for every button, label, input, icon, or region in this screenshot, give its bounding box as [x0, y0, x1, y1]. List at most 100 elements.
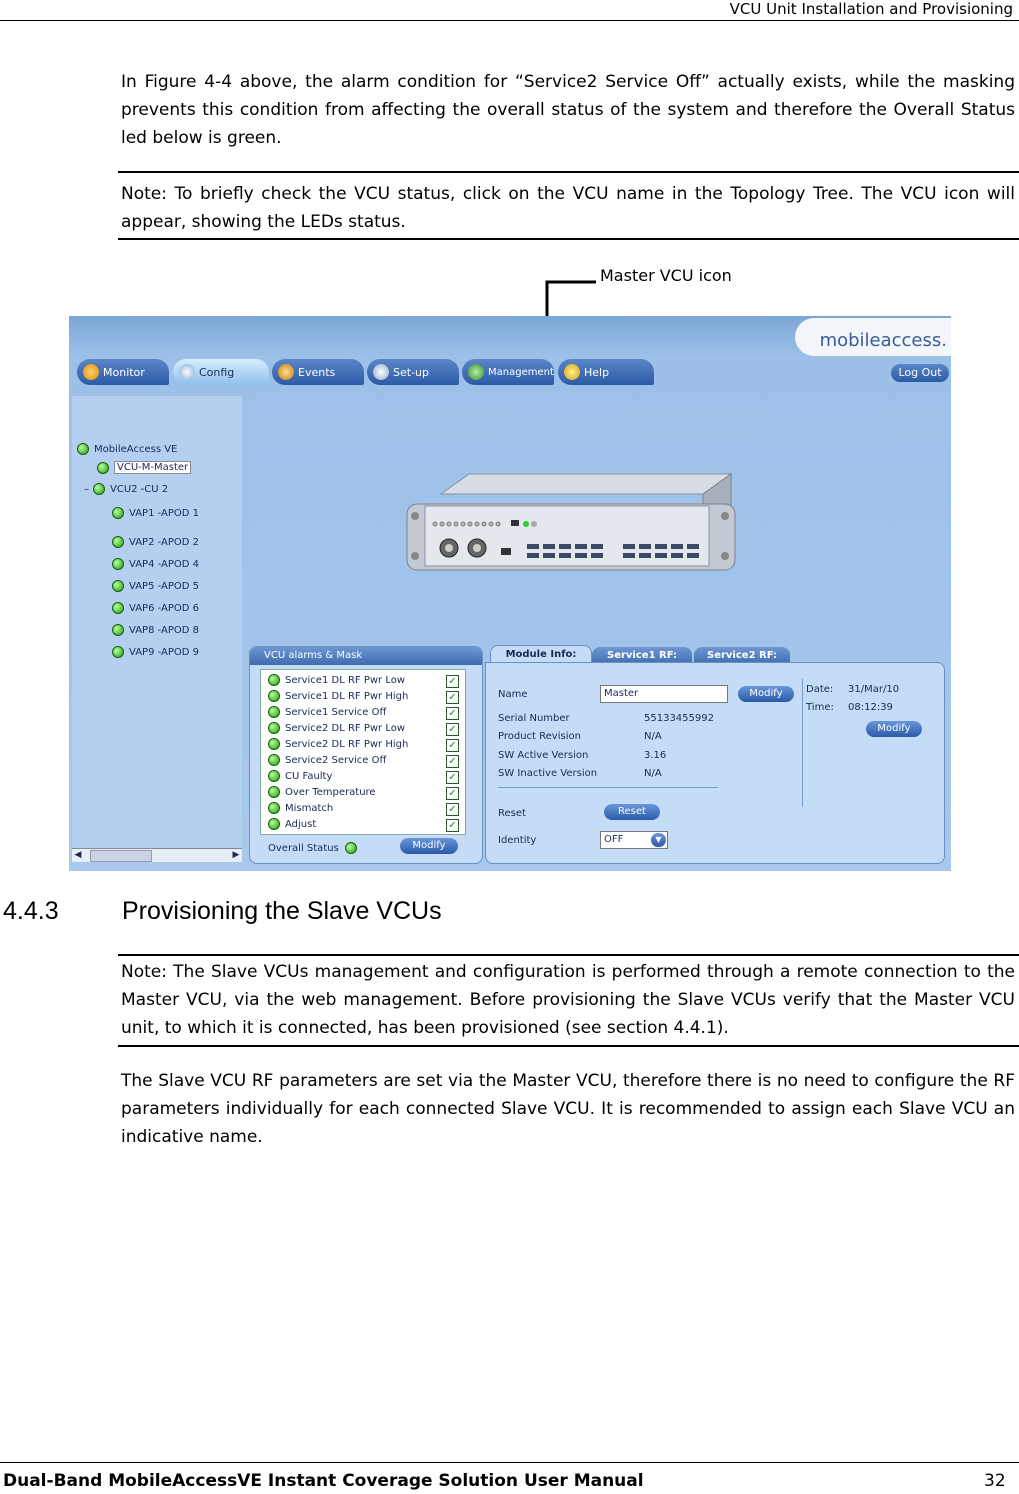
mask-checkbox[interactable]: ✓: [446, 755, 459, 768]
status-led-icon: [268, 738, 280, 750]
mask-checkbox[interactable]: ✓: [446, 771, 459, 784]
name-input[interactable]: Master: [600, 685, 728, 703]
alarms-modify-button[interactable]: Modify: [400, 838, 458, 854]
web-gui-screenshot: mobileaccess. Monitor Config Events Set-…: [69, 316, 951, 871]
vertical-divider: [802, 679, 803, 807]
name-label: Name: [498, 689, 528, 700]
sw-active-value: 3.16: [644, 750, 667, 761]
status-led-icon: [112, 507, 124, 519]
tree-item-vap8[interactable]: VAP8 -APOD 8: [112, 624, 199, 636]
status-led-icon: [112, 536, 124, 548]
intro-paragraph: In Figure 4-4 above, the alarm condition…: [121, 72, 1015, 148]
mask-checkbox[interactable]: ✓: [446, 739, 459, 752]
chevron-down-icon[interactable]: ▼: [651, 833, 666, 847]
collapse-icon[interactable]: –: [84, 483, 89, 495]
note-slave-vcus: Note: The Slave VCUs management and conf…: [121, 962, 1015, 1038]
time-label: Time:: [806, 702, 834, 713]
status-led-icon: [97, 461, 109, 474]
events-icon: [278, 364, 294, 380]
tab-events[interactable]: Events: [272, 359, 364, 385]
alarm-row: Service2 DL RF Pwr High: [268, 738, 408, 750]
status-led-icon: [268, 802, 280, 814]
identity-label: Identity: [498, 835, 537, 846]
tab-service1-rf[interactable]: Service1 RF:: [592, 647, 692, 665]
alarm-row: Adjust: [268, 818, 316, 830]
reset-label: Reset: [498, 808, 526, 819]
logout-button[interactable]: Log Out: [891, 364, 949, 382]
alarms-list: [260, 669, 466, 835]
mask-checkbox[interactable]: ✓: [446, 787, 459, 800]
tab-module-info[interactable]: Module Info:: [490, 645, 592, 664]
tree-item-vcu2[interactable]: –VCU2 -CU 2: [84, 483, 169, 495]
status-led-icon: [268, 674, 280, 686]
alarms-panel-title: VCU alarms & Mask: [250, 647, 482, 665]
status-led-icon: [112, 580, 124, 592]
reset-button[interactable]: Reset: [604, 804, 660, 820]
alarm-row: Mismatch: [268, 802, 333, 814]
tree-item-vap9[interactable]: VAP9 -APOD 9: [112, 646, 199, 658]
datetime-modify-button[interactable]: Modify: [866, 721, 922, 737]
page-number: 32: [984, 1471, 1006, 1491]
module-info-panel: Name Master Modify Serial Number 5513345…: [485, 662, 945, 864]
wrench-icon: [179, 364, 195, 380]
callout-label: Master VCU icon: [600, 266, 732, 285]
section-title: Provisioning the Slave VCUs: [122, 897, 442, 925]
tree-item-vap4[interactable]: VAP4 -APOD 4: [112, 558, 199, 570]
master-vcu-device-icon: [406, 473, 736, 571]
scroll-right-icon[interactable]: ▶: [232, 850, 240, 860]
status-led-icon: [268, 722, 280, 734]
mask-checkbox[interactable]: ✓: [446, 819, 459, 832]
alarm-row: Over Temperature: [268, 786, 376, 798]
name-modify-button[interactable]: Modify: [738, 686, 794, 702]
scroll-thumb[interactable]: [90, 850, 152, 862]
sw-inactive-value: N/A: [644, 768, 662, 779]
tab-monitor[interactable]: Monitor: [77, 359, 169, 385]
alarms-mask-panel: VCU alarms & Mask Service1 DL RF Pwr Low…: [249, 646, 483, 864]
status-led-icon: [77, 443, 89, 455]
tree-item-vap6[interactable]: VAP6 -APOD 6: [112, 602, 199, 614]
status-led-icon: [268, 770, 280, 782]
alarm-row: Service1 Service Off: [268, 706, 386, 718]
revision-label: Product Revision: [498, 731, 581, 742]
note-check-status: Note: To briefly check the VCU status, c…: [121, 184, 1015, 232]
revision-value: N/A: [644, 731, 662, 742]
management-icon: [468, 364, 484, 380]
mask-checkbox[interactable]: ✓: [446, 803, 459, 816]
mobileaccess-logo: mobileaccess.: [795, 318, 951, 356]
tree-item-vap5[interactable]: VAP5 -APOD 5: [112, 580, 199, 592]
overall-status-led-icon: [344, 842, 357, 854]
monitor-icon: [83, 364, 99, 380]
help-icon: [564, 364, 580, 380]
serial-label: Serial Number: [498, 713, 570, 724]
tree-root[interactable]: MobileAccess VE: [77, 443, 177, 455]
tab-service2-rf[interactable]: Service2 RF:: [694, 647, 790, 665]
status-led-icon: [268, 690, 280, 702]
tab-config[interactable]: Config: [173, 359, 269, 385]
status-led-icon: [112, 558, 124, 570]
mask-checkbox[interactable]: ✓: [446, 675, 459, 688]
status-led-icon: [112, 624, 124, 636]
tree-item-vap2[interactable]: VAP2 -APOD 2: [112, 536, 199, 548]
alarm-row: Service2 Service Off: [268, 754, 386, 766]
tab-setup[interactable]: Set-up: [367, 359, 459, 385]
date-value: 31/Mar/10: [848, 684, 900, 695]
overall-status: Overall Status: [268, 842, 362, 854]
status-led-icon: [268, 786, 280, 798]
time-value: 08:12:39: [848, 702, 893, 713]
status-led-icon: [268, 818, 280, 830]
mask-checkbox[interactable]: ✓: [446, 707, 459, 720]
footer-divider: [0, 1462, 1019, 1463]
body-paragraph: The Slave VCU RF parameters are set via …: [121, 1071, 1015, 1147]
serial-value: 55133455992: [644, 713, 714, 724]
status-led-icon: [93, 483, 105, 495]
tab-help[interactable]: Help: [558, 359, 654, 385]
tab-management[interactable]: Management: [462, 359, 554, 385]
note-bottom-rule: [118, 238, 1019, 240]
scroll-left-icon[interactable]: ◀: [74, 850, 82, 860]
tree-scrollbar[interactable]: ◀ ▶: [72, 848, 242, 862]
tree-item-master[interactable]: VCU-M-Master: [97, 461, 192, 474]
mask-checkbox[interactable]: ✓: [446, 723, 459, 736]
mask-checkbox[interactable]: ✓: [446, 691, 459, 704]
identity-select[interactable]: OFF ▼: [600, 831, 668, 849]
tree-item-vap1[interactable]: VAP1 -APOD 1: [112, 507, 199, 519]
